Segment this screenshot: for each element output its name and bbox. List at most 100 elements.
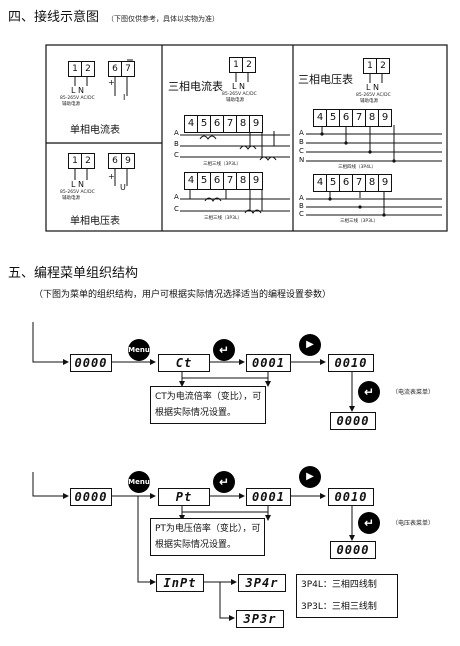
single-voltage-label: 单相电压表: [70, 216, 120, 227]
u-label: U: [120, 183, 126, 192]
terminal-9: 9: [381, 177, 389, 188]
current-menu-label: （电流表菜单）: [392, 389, 435, 396]
aux-voltage-label: 85-265V AC/DC: [356, 93, 391, 98]
ct-desc-line2: 根据实际情况设置。: [155, 408, 237, 418]
terminal-8: 8: [237, 173, 250, 189]
shift-button[interactable]: ▶: [299, 466, 321, 488]
enter-button[interactable]: ↵: [213, 471, 235, 493]
enter-icon: ↵: [363, 385, 375, 399]
phase-b-label: B: [174, 140, 179, 148]
i-label: I: [123, 93, 126, 102]
menu-button[interactable]: Menu: [128, 339, 150, 361]
section4-note: （下图仅供参考，具体以实物为准）: [107, 15, 220, 23]
display-input: InPt: [156, 574, 204, 592]
terminal-5: 5: [198, 116, 211, 132]
terminal-9: 9: [125, 156, 131, 166]
enter-icon: ↵: [218, 343, 230, 357]
phase-c-label: C: [299, 210, 304, 218]
phase-c-label: C: [299, 147, 304, 155]
enter-button-confirm[interactable]: ↵: [358, 381, 380, 403]
wiring-diagram-lines: [45, 44, 448, 232]
terminal-1: 1: [230, 58, 243, 72]
menu-flow-lines: [32, 322, 355, 621]
terminal-1: 1: [69, 62, 82, 76]
phase-c-label: C: [174, 205, 179, 213]
display-value-0010: 0010: [328, 354, 374, 372]
display-end: 0000: [330, 541, 376, 559]
aux-power-label: 辅助电源: [62, 102, 80, 107]
terminal-6: 6: [340, 175, 353, 191]
phase-b-label: B: [299, 138, 304, 146]
display-end: 0000: [330, 412, 376, 430]
ln-label: L N: [71, 86, 84, 95]
terminal-5: 5: [198, 173, 211, 189]
phase-a-label: A: [174, 129, 179, 137]
caption-3p4l: 三相四线（3P4L）: [338, 165, 376, 170]
display-home: 0000: [70, 488, 112, 506]
ct-desc-line1: CT为电流倍率（变比），可: [155, 392, 262, 402]
display-value-0001: 0001: [246, 488, 291, 506]
ct-description: CT为电流倍率（变比），可 根据实际情况设置。: [150, 386, 267, 424]
terminal-4: 4: [314, 110, 327, 126]
section5-title: 五、编程菜单组织结构: [8, 266, 139, 281]
phase-b-label: B: [299, 202, 304, 210]
terminal-6: 6: [109, 154, 122, 168]
phase-c-label: C: [174, 151, 179, 159]
aux-power-label: 辅助电源: [360, 99, 378, 104]
terminal-signal-single-current: 6 7: [108, 61, 135, 77]
terminal-5: 5: [327, 110, 340, 126]
aux-power-label: 辅助电源: [62, 196, 80, 201]
ln-label: L N: [366, 83, 379, 92]
terminal-9: 9: [381, 112, 389, 123]
enter-button[interactable]: ↵: [213, 339, 235, 361]
terminal-6: 6: [211, 116, 224, 132]
display-value-0001: 0001: [246, 354, 291, 372]
terminal-6: 6: [340, 110, 353, 126]
aux-voltage-label: 85-265V AC/DC: [222, 92, 257, 97]
phase-a-label: A: [299, 129, 304, 137]
play-icon: ▶: [306, 339, 314, 350]
terminal-main-three-voltage: 4 5 6 7 8 9: [313, 109, 392, 127]
display-home: 0000: [70, 354, 112, 372]
section4-heading: 四、接线示意图（下图仅供参考，具体以实物为准）: [8, 6, 219, 25]
terminal-8: 8: [366, 175, 379, 191]
terminal-7: 7: [224, 116, 237, 132]
pt-desc-line2: 根据实际情况设置。: [155, 540, 237, 550]
shift-button[interactable]: ▶: [299, 334, 321, 356]
terminal-aux-three-voltage: 1 2: [363, 58, 390, 74]
ln-label: L N: [232, 82, 245, 91]
terminal-2: 2: [246, 60, 252, 70]
pt-description: PT为电压倍率（变比），可 根据实际情况设置。: [150, 518, 266, 556]
plus-label: +: [108, 172, 115, 181]
display-ct: Ct: [158, 354, 210, 372]
aux-power-label: 辅助电源: [226, 98, 244, 103]
terminal-aux-three-current: 1 2: [229, 57, 256, 73]
terminal-4: 4: [185, 173, 198, 189]
three-voltage-label: 三相电压表: [298, 73, 353, 86]
menu-button[interactable]: Menu: [128, 471, 150, 493]
plus-label: +: [108, 78, 115, 87]
pt-desc-line1: PT为电压倍率（变比），可: [155, 524, 261, 534]
option-3p4l: 3P4L：三相四线制: [301, 580, 377, 590]
terminal-aux-single-current: 1 2: [68, 61, 95, 77]
terminal-8: 8: [366, 110, 379, 126]
terminal-signal-single-voltage: 6 9: [108, 153, 135, 169]
terminal-4: 4: [185, 116, 198, 132]
phase-a-label: A: [174, 193, 179, 201]
terminal-main2-three-voltage: 4 5 6 7 8 9: [313, 174, 392, 192]
aux-voltage-label: 85-265V AC/DC: [60, 190, 95, 195]
display-pt: Pt: [158, 488, 210, 506]
enter-icon: ↵: [363, 516, 375, 530]
terminal-6: 6: [211, 173, 224, 189]
terminal-7: 7: [353, 110, 366, 126]
display-3p3r: 3P3r: [236, 610, 284, 628]
enter-button-confirm[interactable]: ↵: [358, 512, 380, 534]
terminal-4: 4: [314, 175, 327, 191]
terminal-9: 9: [252, 175, 260, 186]
terminal-main2-three-current: 4 5 6 7 8 9: [184, 172, 263, 190]
terminal-main-three-current: 4 5 6 7 8 9: [184, 115, 263, 133]
caption-3p3l: 三相三线（3P3L）: [340, 219, 378, 224]
terminal-6: 6: [109, 62, 122, 76]
terminal-1: 1: [69, 154, 82, 168]
three-current-label: 三相电流表: [168, 80, 223, 93]
